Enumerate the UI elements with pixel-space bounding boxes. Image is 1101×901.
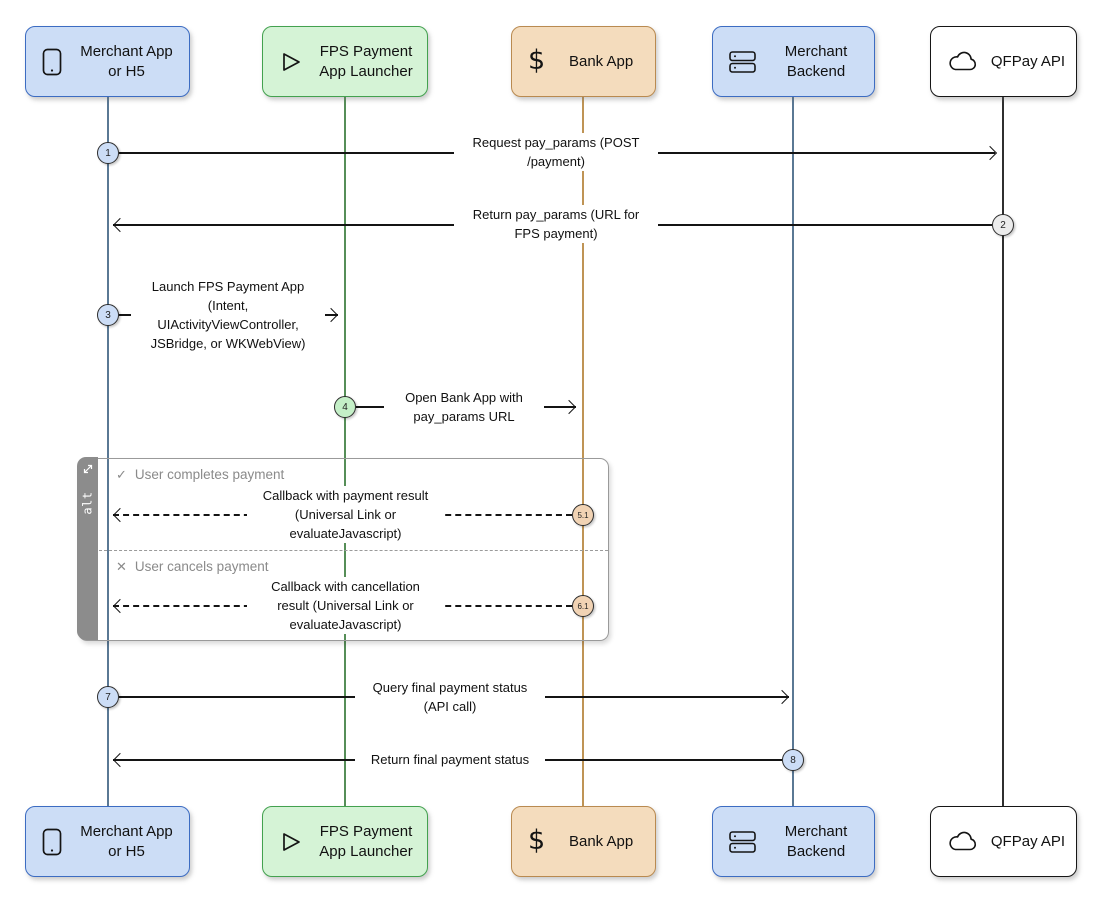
participant-label: Merchant App or H5 (80, 822, 173, 860)
lifeline-qfpay-api (1002, 97, 1004, 806)
participant-qfpay-api-bottom: QFPay API (930, 806, 1077, 877)
dollar-icon: $ (528, 825, 546, 856)
participant-fps-launcher-top: FPS Payment App Launcher (262, 26, 428, 97)
cloud-icon (947, 831, 978, 852)
alt-section-title-completes: ✓ User completes payment (116, 467, 284, 482)
participant-label: QFPay API (990, 52, 1066, 70)
participant-qfpay-api-top: QFPay API (930, 26, 1077, 97)
participant-fps-launcher-bottom: FPS Payment App Launcher (262, 806, 428, 877)
participant-merchant-app-top: Merchant App or H5 (25, 26, 190, 97)
message-number-badge: 3 (97, 304, 119, 326)
participant-label: Bank App (568, 832, 634, 850)
message-label: Query final payment status (API call) (355, 678, 545, 716)
message-number-badge: 1 (97, 142, 119, 164)
message-label: Return final payment status (355, 750, 545, 769)
alt-section-title-cancels: ✕ User cancels payment (116, 559, 268, 574)
message-number-badge: 8 (782, 749, 804, 771)
arrowhead-right-icon (774, 689, 790, 705)
message-label: Callback with cancellation result (Unive… (247, 577, 444, 634)
branch-icon (82, 462, 94, 480)
cancel-icon: ✕ (116, 559, 127, 574)
participant-label: Merchant Backend (784, 822, 848, 860)
message-label: Launch FPS Payment App (Intent, UIActivi… (131, 277, 325, 353)
alt-section-text: User completes payment (134, 467, 285, 482)
lifeline-bank-app (582, 97, 584, 806)
play-icon (279, 830, 303, 854)
lifeline-fps-launcher (344, 97, 346, 806)
alt-section-divider (99, 550, 608, 551)
play-icon (279, 50, 303, 74)
dollar-icon: $ (528, 45, 546, 76)
alt-frame-label: alt (80, 491, 95, 515)
lifeline-merchant-backend (792, 97, 794, 806)
lifeline-merchant-app (107, 97, 109, 806)
participant-label: QFPay API (990, 832, 1066, 850)
check-icon: ✓ (116, 467, 127, 482)
alt-section-text: User cancels payment (134, 559, 269, 574)
message-number-badge: 5.1 (572, 504, 594, 526)
message-label: Request pay_params (POST /payment) (454, 133, 658, 171)
server-icon (729, 830, 756, 853)
message-label: Open Bank App with pay_params URL (384, 388, 544, 426)
participant-merchant-backend-top: Merchant Backend (712, 26, 875, 97)
participant-bank-app-bottom: $ Bank App (511, 806, 656, 877)
message-label: Return pay_params (URL for FPS payment) (454, 205, 658, 243)
message-number-badge: 7 (97, 686, 119, 708)
participant-merchant-app-bottom: Merchant App or H5 (25, 806, 190, 877)
alt-frame-bar: alt (77, 457, 99, 641)
participant-merchant-backend-bottom: Merchant Backend (712, 806, 875, 877)
message-number-badge: 4 (334, 396, 356, 418)
participant-bank-app-top: $ Bank App (511, 26, 656, 97)
arrowhead-left-icon (112, 752, 128, 768)
cloud-icon (947, 51, 978, 72)
participant-label: FPS Payment App Launcher (319, 822, 413, 860)
server-icon (729, 50, 756, 73)
arrowhead-right-icon (323, 307, 339, 323)
message-number-badge: 2 (992, 214, 1014, 236)
arrowhead-right-icon (982, 145, 998, 161)
participant-label: Merchant App or H5 (80, 42, 173, 80)
alt-frame: alt ✓ User completes payment ✕ User canc… (77, 457, 609, 641)
message-label: Callback with payment result (Universal … (247, 486, 444, 543)
participant-label: Bank App (568, 52, 634, 70)
message-number-badge: 6.1 (572, 595, 594, 617)
participant-label: FPS Payment App Launcher (319, 42, 413, 80)
participant-label: Merchant Backend (784, 42, 848, 80)
arrowhead-left-icon (112, 217, 128, 233)
arrowhead-right-icon (561, 399, 577, 415)
mobile-icon (42, 48, 62, 76)
mobile-icon (42, 828, 62, 856)
